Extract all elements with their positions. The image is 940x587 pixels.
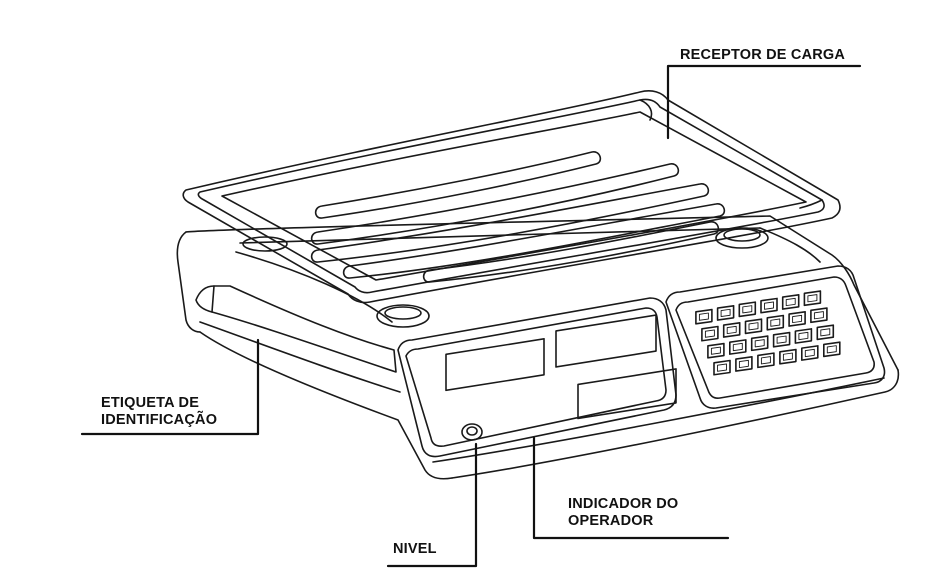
- keypad-key: [781, 294, 800, 310]
- keypad-key: [750, 335, 769, 352]
- support-pad-front-left: [376, 304, 430, 328]
- keypad-key: [722, 322, 741, 338]
- keypad-key-inset: [813, 311, 824, 320]
- keypad-key-inset: [748, 322, 759, 331]
- leader-receptor: [666, 64, 862, 140]
- keypad-key: [788, 311, 806, 327]
- keypad-panel: [665, 265, 886, 409]
- label-etiqueta-line1: ETIQUETA DE: [101, 395, 200, 411]
- keypad-key: [810, 307, 828, 324]
- keypad-key-inset: [798, 331, 809, 341]
- label-nivel-line1: NIVEL: [393, 541, 437, 557]
- label-etiqueta-de-identificacao: ETIQUETA DE IDENTIFICAÇÃO: [101, 395, 217, 429]
- keypad-key-inset: [742, 305, 753, 314]
- label-indicador-line1: INDICADOR DO: [568, 496, 679, 512]
- label-etiqueta-line2: IDENTIFICAÇÃO: [101, 412, 218, 428]
- keypad-key-inset: [792, 314, 803, 324]
- keypad-key: [816, 324, 835, 341]
- keypad-key-inset: [820, 328, 831, 337]
- keypad-key: [695, 308, 713, 325]
- keypad-key: [713, 359, 731, 376]
- keypad-key-inset: [807, 294, 818, 303]
- keypad-key: [744, 318, 763, 335]
- keypad-key: [735, 356, 753, 372]
- label-indicador-do-operador: INDICADOR DO OPERADOR: [568, 496, 678, 530]
- keypad-key-inset: [826, 345, 837, 354]
- keypad-key-inset: [717, 363, 727, 372]
- keypad-key: [794, 328, 813, 344]
- keypad-key: [800, 345, 819, 361]
- level-bubble: [461, 423, 483, 441]
- keypad-keys: [695, 290, 841, 376]
- keypad-key: [760, 297, 778, 314]
- keypad-key: [772, 331, 791, 348]
- keypad-key-inset: [738, 359, 749, 369]
- leader-indicador: [532, 436, 730, 540]
- display-window-price: [555, 314, 657, 368]
- keypad-key: [822, 341, 841, 358]
- support-pad-back-right: [715, 227, 769, 249]
- keypad-key: [779, 348, 797, 365]
- keypad-key: [707, 342, 725, 359]
- operator-display-panel: [397, 297, 677, 458]
- keypad-key-inset: [760, 356, 771, 365]
- display-window-weight: [445, 338, 545, 392]
- keypad-key-inset: [785, 297, 796, 307]
- keypad-key: [738, 301, 757, 318]
- leader-nivel: [386, 442, 478, 568]
- keypad-key-inset: [704, 329, 715, 338]
- label-indicador-line2: OPERADOR: [568, 513, 654, 529]
- display-window-total: [577, 368, 677, 420]
- handle-recess: [195, 285, 397, 373]
- keypad-key-inset: [782, 352, 793, 361]
- keypad-key: [766, 314, 785, 331]
- keypad-key-inset: [726, 325, 737, 335]
- keypad-key-inset: [754, 339, 765, 348]
- keypad-key: [757, 352, 775, 369]
- leader-lines: [80, 64, 862, 568]
- leader-etiqueta: [80, 338, 260, 436]
- tray-ribs: [310, 151, 726, 283]
- support-pad-back-left: [242, 236, 288, 252]
- label-receptor-line1: RECEPTOR DE CARGA: [680, 47, 846, 63]
- keypad-key: [803, 290, 822, 307]
- keypad-key-inset: [698, 312, 709, 321]
- scale-body: [176, 215, 900, 480]
- keypad-key: [701, 325, 719, 342]
- keypad-key-inset: [804, 348, 815, 358]
- label-nivel: NIVEL: [393, 541, 437, 558]
- keypad-key-inset: [776, 335, 787, 344]
- keypad-key-inset: [732, 342, 743, 352]
- label-receptor-de-carga: RECEPTOR DE CARGA: [680, 47, 845, 64]
- keypad-key-inset: [764, 301, 774, 310]
- keypad-key: [716, 304, 735, 321]
- load-tray: [182, 90, 841, 304]
- keypad-key-inset: [770, 318, 781, 327]
- keypad-key-inset: [710, 346, 721, 355]
- keypad-key: [728, 339, 747, 355]
- keypad-key-inset: [720, 308, 731, 318]
